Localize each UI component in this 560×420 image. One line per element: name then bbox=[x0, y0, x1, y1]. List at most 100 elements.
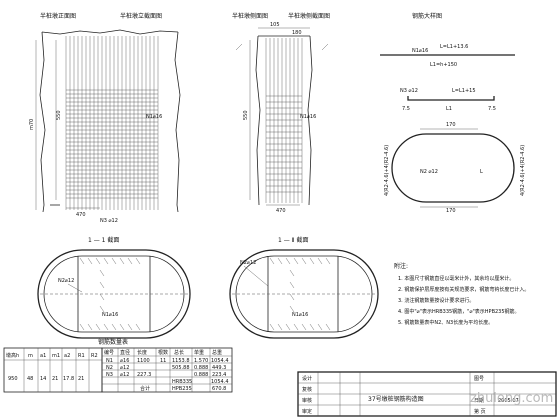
sec1-n1-label: N1⌀16 bbox=[102, 312, 118, 318]
notes-title: 附注: bbox=[394, 262, 408, 270]
qty-table: 编号 直径 长度 根数 总长 单重 总重 N1 ⌀16 1100 11 1153… bbox=[101, 347, 233, 393]
dim-m70-front: m70 bbox=[29, 119, 35, 130]
formula-2: L1=h+150 bbox=[430, 62, 457, 68]
note-3: 3. 浇注钢筋数量按设计要求进行。 bbox=[398, 297, 474, 304]
front-elevation: 550 m70 N1⌀16 470 N3 ⌀12 bbox=[29, 29, 181, 224]
section-1-1: N2⌀12 N1⌀16 bbox=[37, 249, 191, 339]
n2-detail: N2 ⌀12 bbox=[420, 169, 438, 175]
tb-cell-3: 审定 bbox=[302, 408, 312, 415]
dim-105: 105 bbox=[270, 22, 280, 28]
qty-r4-c6: 670.8 bbox=[212, 386, 226, 392]
param-a1-head: a1 bbox=[40, 353, 46, 359]
side-elevation: 105 180 550 N1⌀16 470 bbox=[235, 22, 329, 214]
dim-170-top: 170 bbox=[446, 122, 456, 128]
n3-detail: N3 ⌀12 bbox=[400, 88, 418, 94]
qty-r1-c6: 449.3 bbox=[212, 365, 226, 371]
note-4: 4. 图中"⌀"表示HRB335钢筋，"⌀"表示HPB235钢筋。 bbox=[398, 308, 520, 315]
param-r1-head: R1 bbox=[78, 353, 85, 359]
qty-r0-c4: 1153.8 bbox=[172, 358, 190, 364]
note-5: 5. 钢筋数量表中N2、N3长度为平均长度。 bbox=[398, 319, 493, 326]
qty-head-6: 总重 bbox=[212, 349, 222, 356]
tb-sheet: 第 页 bbox=[474, 408, 486, 415]
qty-r4-c4: HPB235 bbox=[172, 386, 192, 392]
dim-470-side: 470 bbox=[276, 208, 286, 214]
tb-project: 37号墩桩钢筋构造图 bbox=[368, 395, 424, 403]
qty-r3-c6: 1054.4 bbox=[211, 379, 229, 385]
param-h-head: 墩高h bbox=[6, 352, 19, 359]
qty-r0-c5: 1.570 bbox=[194, 358, 208, 364]
note-2: 2. 钢筋保护层厚度按有关规范要求，钢筋弯钩长度已计入。 bbox=[398, 286, 529, 293]
qty-r2-c2: 227.3 bbox=[137, 372, 151, 378]
sec1-n2-label: N2⌀12 bbox=[58, 278, 74, 284]
param-m1-val: 21 bbox=[52, 376, 58, 382]
param-r2-head: R2 bbox=[91, 353, 98, 359]
dim-L1: L1 bbox=[446, 106, 452, 112]
dim-180: 180 bbox=[292, 30, 302, 36]
qty-r3-c4: HRB335 bbox=[172, 379, 192, 385]
rebar-n1-label-side: N1⌀16 bbox=[300, 114, 316, 120]
param-m-val: 48 bbox=[27, 376, 33, 382]
param-table: 墩高h m a1 m1 a2 R1 R2 950 48 14 21 17.8 2… bbox=[3, 347, 103, 393]
section-1-label: 1 — 1 截面 bbox=[88, 236, 119, 244]
formula-3: L=L1+15 bbox=[452, 88, 476, 94]
sec2-n2-label: N2⌀12 bbox=[240, 260, 256, 266]
param-a1-val: 14 bbox=[40, 376, 46, 382]
title-block: 设计 复核 审核 审定 37号墩桩钢筋构造图 图号 日期 2005.07 第 页 bbox=[297, 371, 557, 417]
tb-date: 2005.07 bbox=[498, 398, 519, 404]
qty-r2-c5: 0.888 bbox=[194, 372, 208, 378]
section2-title: 半桩墩侧面图 bbox=[232, 12, 268, 20]
qty-r0-c2: 1100 bbox=[137, 358, 150, 364]
dim-470-front: 470 bbox=[76, 212, 86, 218]
param-m-head: m bbox=[28, 353, 33, 359]
dim-550-side: 550 bbox=[243, 110, 249, 120]
qty-r0-c3: 11 bbox=[160, 358, 166, 364]
qty-head-0: 编号 bbox=[104, 349, 114, 356]
qty-r1-c4: 505.88 bbox=[172, 365, 190, 371]
sec2-n1-label: N1⌀16 bbox=[292, 312, 308, 318]
section3-title: 半桩墩侧截面图 bbox=[288, 12, 330, 20]
qty-head-5: 单重 bbox=[194, 349, 204, 356]
tb-cell-2: 审核 bbox=[302, 397, 312, 404]
qty-head-3: 根数 bbox=[158, 349, 168, 356]
qty-head-2: 长度 bbox=[137, 349, 147, 356]
notes: 附注: 1. 本图尺寸钢筋直径以毫米计外，其余均以厘米计。 2. 钢筋保护层厚度… bbox=[394, 262, 529, 326]
dim-170-bot: 170 bbox=[446, 208, 456, 214]
param-a2-head: a2 bbox=[64, 353, 70, 359]
dim-75b: 7.5 bbox=[488, 106, 496, 112]
detail-L: L bbox=[480, 169, 483, 175]
dim-side-left: 4(R2-4.6)+4(R2-4.6) bbox=[384, 145, 390, 196]
param-a2-val: 17.8 bbox=[63, 376, 74, 382]
tb-cell-5: 日期 bbox=[474, 398, 484, 404]
note-1: 1. 本图尺寸钢筋直径以毫米计外，其余均以厘米计。 bbox=[398, 275, 514, 282]
dim-75a: 7.5 bbox=[402, 106, 410, 112]
qty-table-title: 钢筋数量表 bbox=[98, 338, 128, 346]
tb-cell-1: 复核 bbox=[302, 386, 312, 393]
front-view-title: 半桩墩正面图 bbox=[40, 12, 76, 20]
formula-1: L=L1+13.6 bbox=[440, 44, 468, 50]
qty-r1-c0: N2 bbox=[106, 365, 113, 371]
rebar-details: L=L1+13.6 N1⌀16 L1=h+150 N3 ⌀12 L=L1+15 … bbox=[380, 44, 526, 214]
param-r1-val: 21 bbox=[78, 376, 84, 382]
qty-r0-c0: N1 bbox=[106, 358, 113, 364]
dim-side-right: 4(R2-4.6)+4(R2-4.6) bbox=[520, 145, 526, 196]
qty-r2-c1: ⌀12 bbox=[120, 372, 129, 378]
dim-550-front: 550 bbox=[56, 110, 62, 120]
side-view-title: 半桩墩立截面图 bbox=[120, 12, 162, 20]
watermark: zhulong.com bbox=[470, 391, 553, 406]
rebar-detail-title: 钢筋大样图 bbox=[412, 12, 442, 20]
param-h-val: 950 bbox=[8, 376, 18, 382]
param-m1-head: m1 bbox=[52, 353, 60, 359]
qty-r0-c1: ⌀16 bbox=[120, 358, 129, 364]
rebar-n1-label-front: N1⌀16 bbox=[146, 114, 162, 120]
qty-r4-c1: 合计 bbox=[140, 385, 150, 392]
tb-cell-4: 图号 bbox=[474, 376, 484, 382]
tb-cell-0: 设计 bbox=[302, 375, 312, 382]
rebar-n3-label-front: N3 ⌀12 bbox=[100, 218, 118, 224]
qty-r1-c5: 0.888 bbox=[194, 365, 208, 371]
qty-r1-c1: ⌀12 bbox=[120, 365, 129, 371]
n1-detail: N1⌀16 bbox=[412, 48, 428, 54]
section-1-2: N2⌀12 N1⌀16 bbox=[229, 249, 379, 339]
qty-head-4: 总长 bbox=[174, 349, 184, 356]
qty-head-1: 直径 bbox=[120, 349, 130, 356]
